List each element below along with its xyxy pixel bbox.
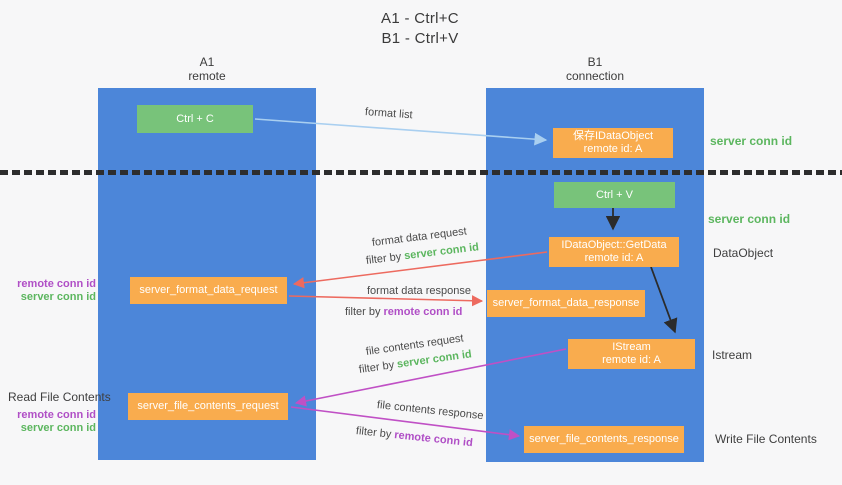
lane-header-a1: A1 remote <box>98 55 316 83</box>
label-format-data-response: format data response <box>367 285 471 297</box>
label-read-file-contents: Read File Contents <box>8 390 111 404</box>
node-idataobject-getdata-line2: remote id: A <box>584 252 644 264</box>
node-ctrl-v-label: Ctrl + V <box>596 188 633 201</box>
filter-by-text: filter by <box>345 306 384 318</box>
title-line-1: A1 - Ctrl+C <box>381 10 459 27</box>
lane-b1-role: connection <box>565 69 625 83</box>
node-ctrl-v: Ctrl + V <box>554 182 675 208</box>
node-server-format-data-request: server_format_data_request <box>130 277 287 304</box>
remote-conn-id-text: remote conn id <box>383 306 463 318</box>
node-istream-line2: remote id: A <box>602 354 661 366</box>
arrow-format-data-request <box>292 251 548 289</box>
node-server-format-data-response: server_format_data_response <box>487 290 645 317</box>
left-server-conn-id-2: server conn id <box>20 422 96 434</box>
lane-a1-id: A1 <box>199 55 215 69</box>
label-dataobject: DataObject <box>713 246 774 260</box>
node-istream-line1: IStream <box>612 341 651 353</box>
arrow-format-data-response <box>288 295 484 307</box>
lane-b1-id: B1 <box>587 55 603 69</box>
node-server-file-contents-request-label: server_file_contents_request <box>137 400 279 412</box>
diagram-title: A1 - Ctrl+C B1 - Ctrl+V <box>300 9 540 49</box>
node-ctrl-c-label: Ctrl + C <box>176 112 214 125</box>
node-server-format-data-response-label: server_format_data_response <box>492 297 640 309</box>
node-idataobject-getdata-line1: IDataObject::GetData <box>561 239 667 251</box>
node-save-idataobject-line1: 保存IDataObject <box>572 130 654 142</box>
node-save-idataobject: 保存IDataObject remote id: A <box>553 128 673 158</box>
arrow-file-contents-request <box>294 348 567 407</box>
label-filter-by-remote-conn-id-1: filter by remote conn id <box>345 306 462 318</box>
left-conn-id-group-1: remote conn id server conn id <box>8 278 96 304</box>
left-remote-conn-id-1: remote conn id <box>17 278 96 290</box>
dotted-divider <box>0 170 842 175</box>
right-server-conn-id-2: server conn id <box>708 212 791 226</box>
node-server-format-data-request-label: server_format_data_request <box>139 284 278 296</box>
node-istream: IStream remote id: A <box>568 339 695 369</box>
node-save-idataobject-line2: remote id: A <box>583 143 643 155</box>
right-server-conn-id-1: server conn id <box>710 134 793 148</box>
left-remote-conn-id-2: remote conn id <box>17 409 96 421</box>
node-ctrl-c: Ctrl + C <box>137 105 253 133</box>
node-idataobject-getdata: IDataObject::GetData remote id: A <box>549 237 679 267</box>
arrow-format-list <box>254 118 548 146</box>
arrow-getdata-to-istream <box>650 266 678 334</box>
lane-a1-role: remote <box>188 69 226 83</box>
label-write-file-contents: Write File Contents <box>715 432 817 446</box>
lane-header-b1: B1 connection <box>486 55 704 83</box>
node-server-file-contents-request: server_file_contents_request <box>128 393 288 420</box>
arrow-file-contents-response <box>290 406 521 441</box>
node-server-file-contents-response-label: server_file_contents_response <box>529 433 679 445</box>
node-server-file-contents-response: server_file_contents_response <box>524 426 684 453</box>
label-istream: Istream <box>712 348 753 362</box>
left-server-conn-id-1: server conn id <box>20 291 96 303</box>
left-conn-id-group-2: remote conn id server conn id <box>8 409 96 435</box>
title-line-2: B1 - Ctrl+V <box>381 30 459 47</box>
